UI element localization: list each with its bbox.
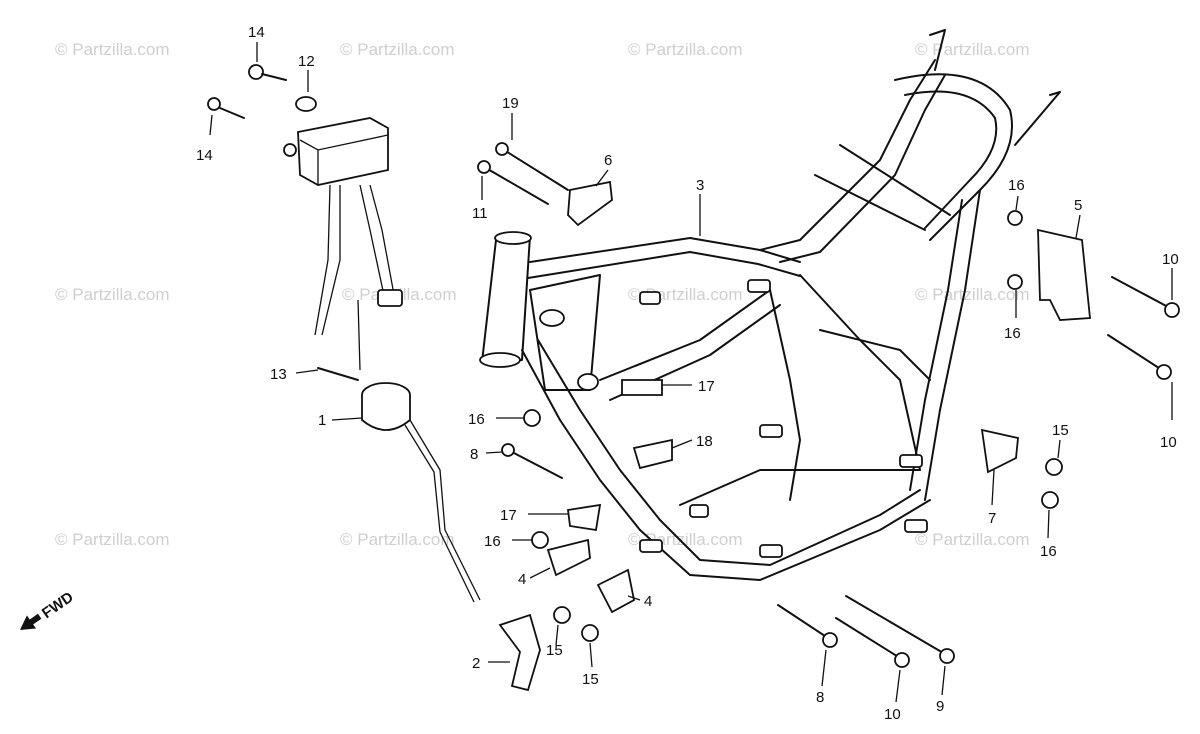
callout-4: 4 xyxy=(518,571,526,588)
callout-16: 16 xyxy=(1008,177,1025,194)
callout-19: 19 xyxy=(502,95,519,112)
callout-16: 16 xyxy=(1004,325,1021,342)
callout-18: 18 xyxy=(696,433,713,450)
callout-7: 7 xyxy=(988,510,996,527)
callout-11: 11 xyxy=(472,205,488,222)
callout-9: 9 xyxy=(936,698,944,715)
callout-13: 13 xyxy=(270,366,287,383)
callout-14: 14 xyxy=(248,24,265,41)
callout-17: 17 xyxy=(500,507,517,524)
callout-4: 4 xyxy=(644,593,652,610)
callout-5: 5 xyxy=(1074,197,1082,214)
watermark: © Partzilla.com xyxy=(915,40,1030,59)
callout-10: 10 xyxy=(884,706,901,723)
callout-12: 12 xyxy=(298,53,315,70)
callout-labels: 14 12 14 19 6 3 11 16 5 10 16 13 17 1 16… xyxy=(196,24,1179,723)
watermark-layer: © Partzilla.com © Partzilla.com © Partzi… xyxy=(55,40,1030,549)
fwd-label: FWD xyxy=(39,589,77,623)
watermark: © Partzilla.com xyxy=(55,40,170,59)
callout-10: 10 xyxy=(1162,251,1179,268)
watermark: © Partzilla.com xyxy=(340,40,455,59)
callout-8: 8 xyxy=(470,446,478,463)
watermark: © Partzilla.com xyxy=(915,285,1030,304)
callout-8: 8 xyxy=(816,689,824,706)
watermark: © Partzilla.com xyxy=(340,530,455,549)
watermark: © Partzilla.com xyxy=(628,40,743,59)
callout-16: 16 xyxy=(1040,543,1057,560)
watermark: © Partzilla.com xyxy=(915,530,1030,549)
callout-15: 15 xyxy=(546,642,563,659)
callout-1: 1 xyxy=(318,412,326,429)
watermark: © Partzilla.com xyxy=(55,530,170,549)
bolts xyxy=(207,64,1180,668)
brackets xyxy=(523,180,1091,642)
callout-17: 17 xyxy=(698,378,715,395)
ignition-unit xyxy=(283,117,403,371)
ignition-coil xyxy=(361,382,541,692)
callout-2: 2 xyxy=(472,655,480,672)
forward-direction-indicator: FWD xyxy=(20,589,77,630)
arrow-left-icon xyxy=(20,613,42,630)
main-frame xyxy=(479,29,1061,581)
callout-16: 16 xyxy=(484,533,501,550)
callout-15: 15 xyxy=(582,671,599,688)
callout-6: 6 xyxy=(604,152,612,169)
callout-16: 16 xyxy=(468,411,485,428)
callout-14: 14 xyxy=(196,147,213,164)
callout-3: 3 xyxy=(696,177,704,194)
leader-lines xyxy=(209,42,1173,703)
callout-15: 15 xyxy=(1052,422,1069,439)
watermark: © Partzilla.com xyxy=(55,285,170,304)
callout-10: 10 xyxy=(1160,434,1177,451)
